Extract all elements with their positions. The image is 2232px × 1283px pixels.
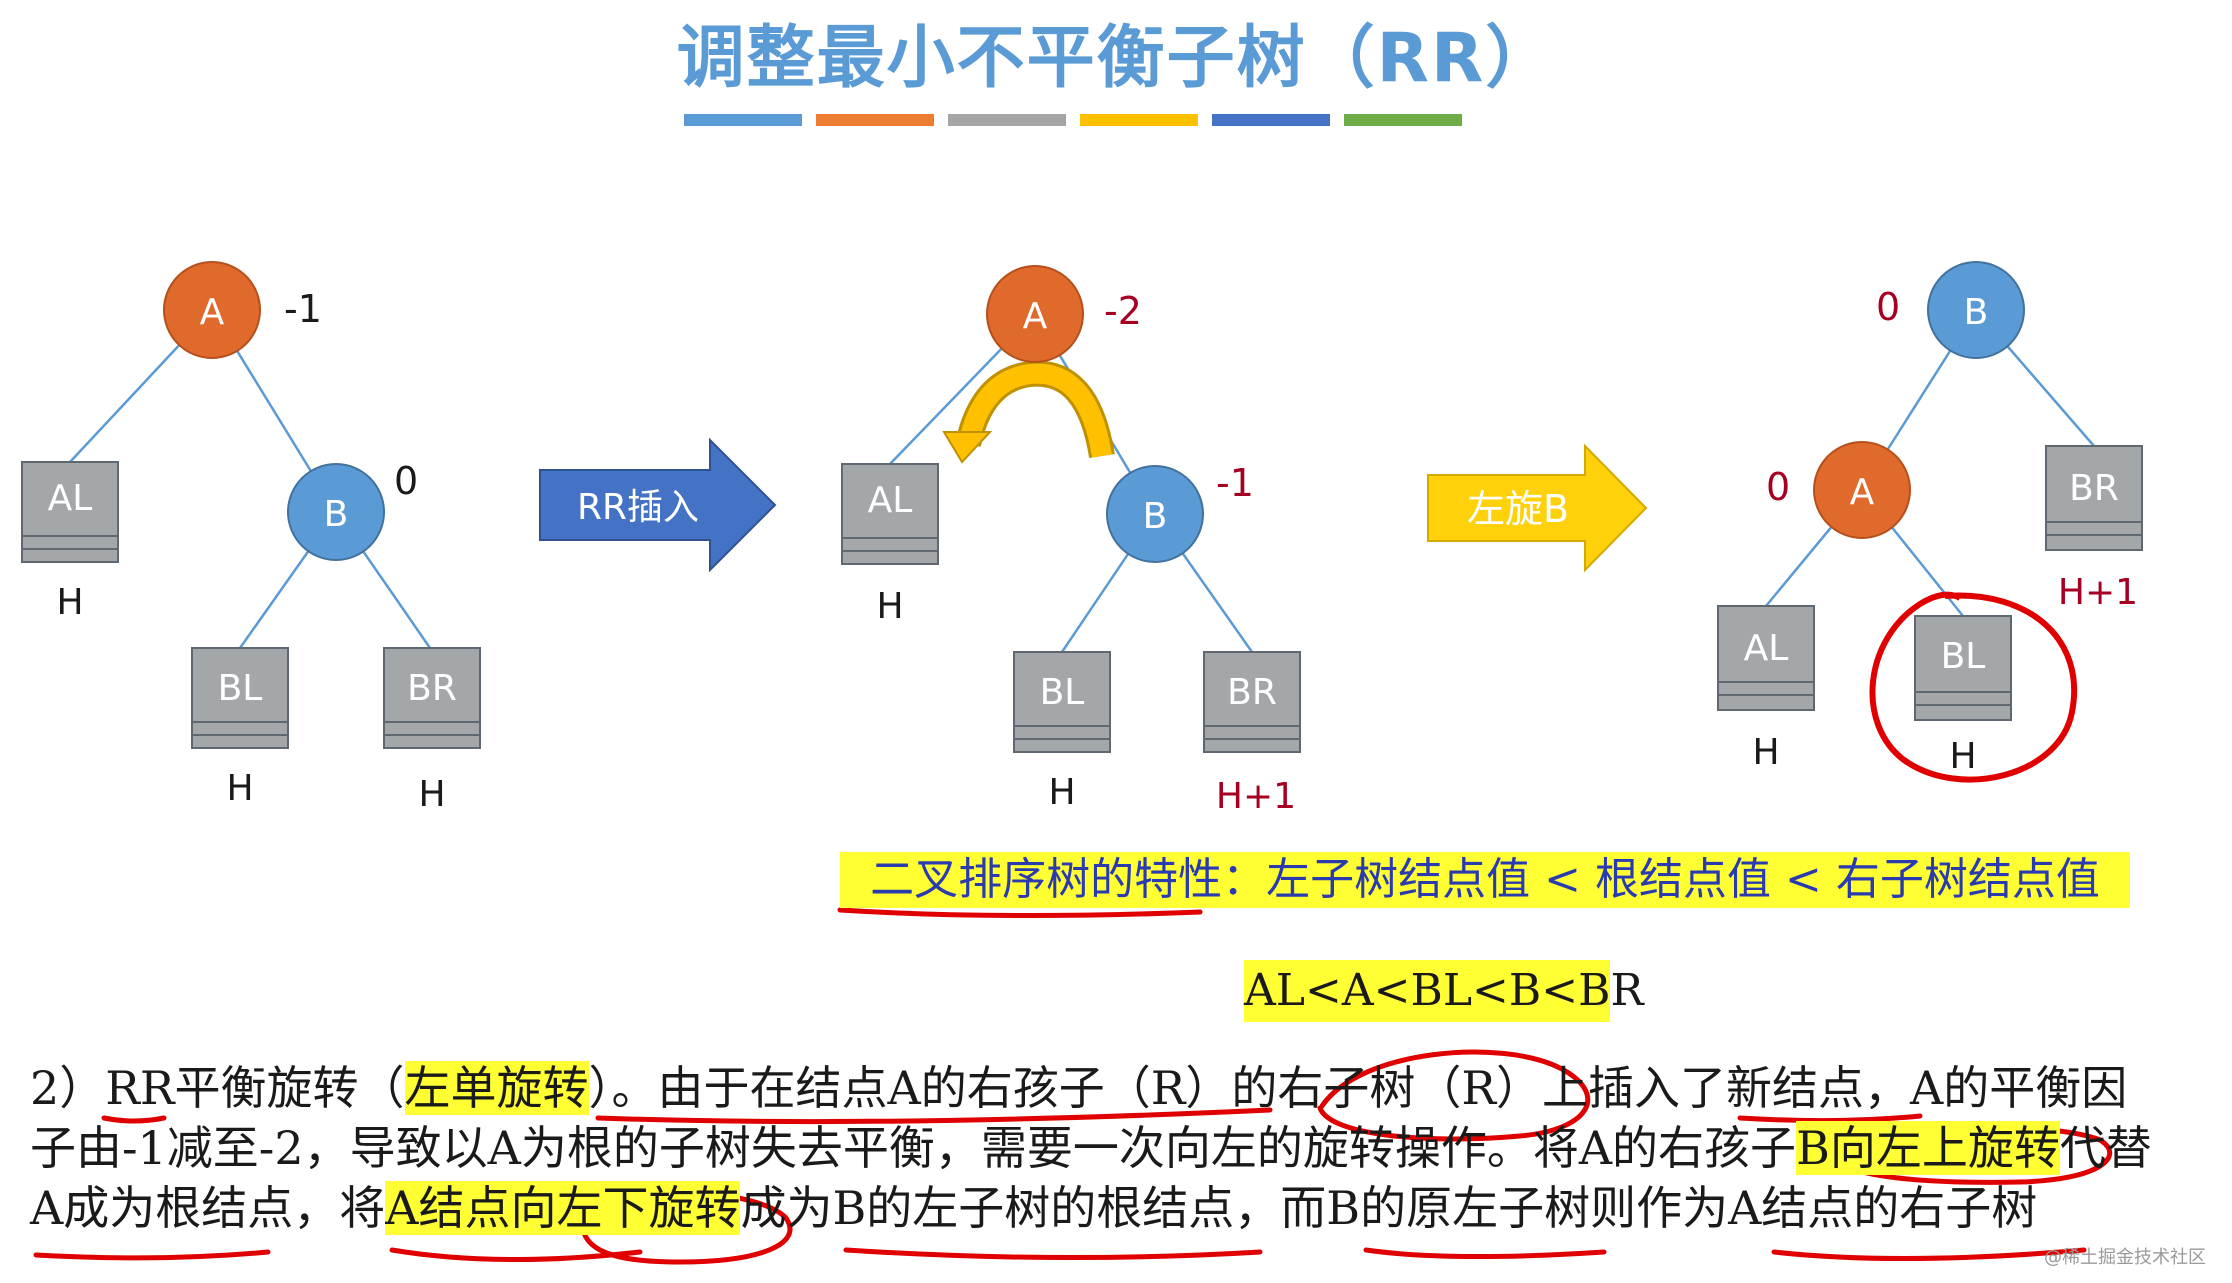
node-a-circle bbox=[1813, 441, 1911, 539]
subtree-al-height: H bbox=[876, 586, 903, 627]
title-bar-segment bbox=[948, 114, 1066, 126]
subtree-al: AL H bbox=[21, 461, 119, 623]
text-segment: ）。由于在结点A的右孩子（R）的右子树（R）上插入了新结点，A的平衡因 bbox=[588, 1061, 2128, 1115]
subtree-al-label: AL bbox=[1744, 628, 1789, 669]
subtree-br-label: BR bbox=[1227, 672, 1277, 713]
node-b-label: B bbox=[324, 494, 349, 535]
watermark: @稀土掘金技术社区 bbox=[2044, 1247, 2206, 1268]
subtree-bl-height: H bbox=[226, 768, 253, 809]
title-bar-segment bbox=[684, 114, 802, 126]
bl-circle-annotation bbox=[1869, 591, 2078, 783]
node-b-label: B bbox=[1964, 292, 1989, 333]
node-a-balance: -2 bbox=[1104, 289, 1142, 333]
highlight-left-single-rotation: 左单旋转 bbox=[404, 1061, 589, 1115]
subtree-bl-height: H bbox=[1048, 772, 1075, 813]
subtree-bl: BL H bbox=[1013, 651, 1111, 813]
node-a-label: A bbox=[200, 292, 225, 333]
title-bar-segment bbox=[816, 114, 934, 126]
node-b-label: B bbox=[1143, 496, 1168, 537]
text-segment: 子由-1减至-2，导致以A为根的子树失去平衡，需要一次向左的旋转操作。将A的右孩… bbox=[30, 1121, 1797, 1175]
node-order-note: AL<A<BL<B<BR bbox=[1244, 960, 1644, 1022]
subtree-bl-label: BL bbox=[1941, 636, 1986, 677]
subtree-al-height: H bbox=[1752, 732, 1779, 773]
title-bar-segment bbox=[1212, 114, 1330, 126]
node-a-balance: 0 bbox=[1766, 465, 1790, 509]
subtree-bl: BL H bbox=[1914, 615, 2012, 777]
node-a-balance: -1 bbox=[284, 287, 322, 331]
subtree-al: AL H bbox=[1717, 605, 1815, 773]
node-b-balance: 0 bbox=[394, 459, 418, 503]
node-a-label: A bbox=[1850, 472, 1875, 513]
subtree-bl: BL H bbox=[191, 647, 289, 809]
diagram-after-insert: A -2 B -1 AL H BL H bbox=[841, 265, 1301, 817]
subtree-bl-height: H bbox=[1949, 736, 1976, 777]
diagram-before-insert: A -1 B 0 AL H BL H bbox=[21, 261, 481, 815]
subtree-br-height: H+1 bbox=[1216, 776, 1296, 817]
rotate-left-arrow: 左旋B bbox=[1427, 443, 1648, 573]
subtree-br-label: BR bbox=[2069, 468, 2119, 509]
slide-title: 调整最小不平衡子树（RR） bbox=[676, 19, 1556, 98]
explanation-line-1: 2）RR平衡旋转（左单旋转）。由于在结点A的右孩子（R）的右子树（R）上插入了新… bbox=[30, 1058, 2210, 1118]
node-b-balance: -1 bbox=[1216, 461, 1254, 505]
text-segment: 2）RR平衡旋转（ bbox=[30, 1061, 405, 1115]
subtree-al: AL H bbox=[841, 463, 939, 627]
text-segment: 成为B的左子树的根结点，而B的原左子树则作为A结点的右子树 bbox=[740, 1181, 2038, 1235]
rotation-curve-arrow bbox=[958, 363, 1112, 458]
node-b-circle bbox=[287, 463, 385, 561]
subtree-br-label: BR bbox=[407, 668, 457, 709]
subtree-al-label: AL bbox=[48, 478, 93, 519]
subtree-br: BR H+1 bbox=[1203, 651, 1301, 817]
diagram-after-rotation: B 0 A 0 BR H+1 AL H bbox=[1717, 261, 2143, 783]
explanation-line-2: 子由-1减至-2，导致以A为根的子树失去平衡，需要一次向左的旋转操作。将A的右孩… bbox=[30, 1118, 2210, 1178]
subtree-bl-label: BL bbox=[218, 668, 263, 709]
text-segment: 代替 bbox=[2059, 1121, 2152, 1175]
rotate-left-label: 左旋B bbox=[1467, 487, 1569, 531]
title-color-bar bbox=[684, 114, 1462, 126]
highlight-b-rotate-up: B向左上旋转 bbox=[1796, 1121, 2060, 1175]
rr-rotation-explanation: 2）RR平衡旋转（左单旋转）。由于在结点A的右孩子（R）的右子树（R）上插入了新… bbox=[30, 1058, 2210, 1238]
bst-property-note: 二叉排序树的特性：左子树结点值 < 根结点值 < 右子树结点值 bbox=[840, 852, 2130, 908]
subtree-br: BR H+1 bbox=[2045, 445, 2143, 613]
rr-insert-arrow: RR插入 bbox=[539, 437, 777, 573]
subtree-br-height: H+1 bbox=[2058, 572, 2138, 613]
node-a-label: A bbox=[1023, 296, 1048, 337]
rr-insert-label: RR插入 bbox=[577, 487, 699, 528]
subtree-br-height: H bbox=[418, 774, 445, 815]
node-a-circle bbox=[163, 261, 261, 359]
title-bar-segment bbox=[1080, 114, 1198, 126]
node-b-circle bbox=[1106, 465, 1204, 563]
subtree-bl-label: BL bbox=[1040, 672, 1085, 713]
node-b-circle bbox=[1927, 261, 2025, 359]
explanation-line-3: A成为根结点，将A结点向左下旋转成为B的左子树的根结点，而B的原左子树则作为A结… bbox=[30, 1178, 2210, 1238]
subtree-br: BR H bbox=[383, 647, 481, 815]
node-a-circle bbox=[986, 265, 1084, 363]
subtree-al-label: AL bbox=[868, 480, 913, 521]
text-segment: A成为根结点，将 bbox=[30, 1181, 386, 1235]
node-b-balance: 0 bbox=[1876, 285, 1900, 329]
subtree-al-height: H bbox=[56, 582, 83, 623]
highlight-a-rotate-down: A结点向左下旋转 bbox=[385, 1181, 741, 1235]
title-bar-segment bbox=[1344, 114, 1462, 126]
